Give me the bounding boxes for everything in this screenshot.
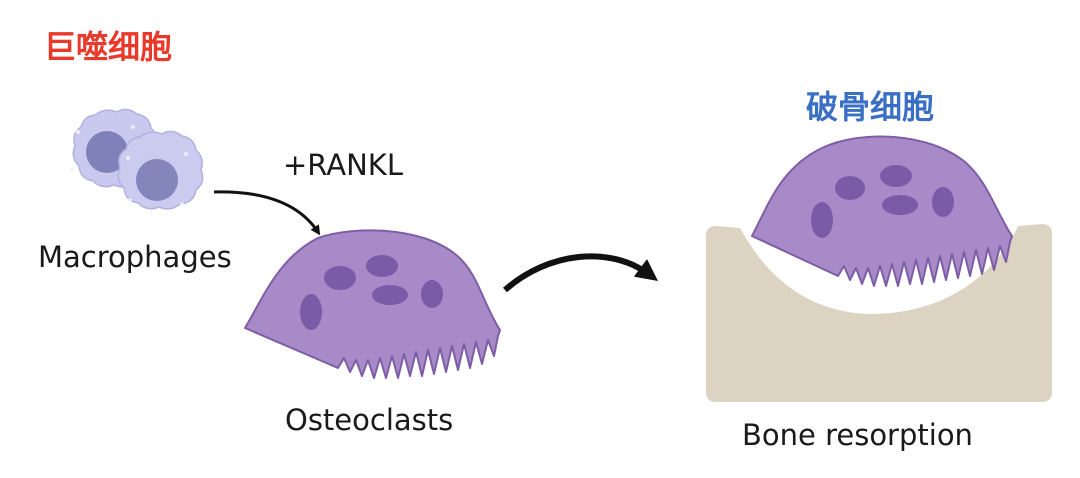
nucleus bbox=[882, 195, 918, 215]
bone-resorption-label: Bone resorption bbox=[742, 418, 973, 452]
nucleus bbox=[421, 280, 443, 308]
nucleus bbox=[366, 255, 398, 277]
osteoclasts-label: Osteoclasts bbox=[285, 403, 454, 437]
nucleus bbox=[835, 176, 865, 200]
arrow-to-bone-resorption bbox=[503, 253, 659, 293]
osteoclast-cell bbox=[244, 229, 501, 379]
macrophage-chinese-title: 巨噬细胞 bbox=[44, 28, 173, 66]
nucleus bbox=[880, 165, 912, 187]
nucleus bbox=[372, 285, 408, 305]
macrophages-label: Macrophages bbox=[38, 240, 232, 274]
osteoclast-chinese-title: 破骨细胞 bbox=[806, 88, 935, 126]
rankl-label: +RANKL bbox=[283, 148, 403, 182]
osteoclast-on-bone bbox=[751, 135, 1013, 287]
macrophage-cell-front bbox=[117, 130, 204, 210]
nucleus bbox=[932, 187, 954, 217]
arrow-to-osteoclast bbox=[213, 190, 321, 236]
nucleus bbox=[811, 202, 833, 238]
nucleus bbox=[324, 266, 356, 290]
nucleus bbox=[300, 294, 322, 330]
